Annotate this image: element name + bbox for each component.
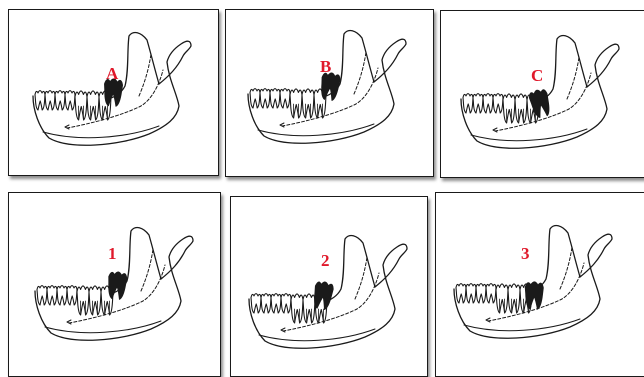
- panel-label: 1: [108, 245, 117, 262]
- mandible-outline: [461, 36, 619, 149]
- jaw-inner-border: [259, 329, 375, 341]
- panel-label: 3: [521, 245, 530, 262]
- mandible-drawing: [226, 10, 433, 176]
- panel-label: B: [320, 58, 331, 75]
- mandible-outline: [33, 33, 191, 146]
- jaw-inner-border: [45, 321, 161, 333]
- mandible-drawing: [9, 10, 218, 175]
- mandible-drawing: [9, 193, 220, 376]
- panel-label: 2: [321, 252, 330, 269]
- panel-1: 1: [8, 192, 221, 377]
- oblique-ridge: [354, 52, 366, 94]
- canal-marker: [486, 318, 490, 322]
- erupted-teeth: [37, 286, 113, 315]
- panel-3: 3: [435, 192, 644, 377]
- erupted-teeth: [456, 284, 532, 313]
- impacted-tooth-icon: [525, 282, 544, 310]
- panel-b: B: [225, 9, 434, 177]
- canal-marker: [281, 328, 285, 332]
- jaw-inner-border: [43, 126, 159, 138]
- jaw-inner-border: [471, 129, 587, 141]
- canal-marker: [493, 128, 497, 132]
- impacted-tooth-icon: [107, 271, 128, 300]
- oblique-ridge: [141, 249, 153, 291]
- canal-marker: [280, 123, 284, 127]
- canal-marker: [65, 125, 69, 129]
- mandible-outline: [248, 31, 406, 144]
- mandible-drawing: [231, 197, 427, 376]
- panel-c: C: [440, 10, 644, 178]
- panel-label: A: [106, 65, 118, 82]
- panel-label: C: [531, 67, 543, 84]
- jaw-inner-border: [464, 319, 580, 331]
- erupted-teeth: [35, 91, 111, 120]
- impacted-tooth-icon: [319, 72, 341, 101]
- erupted-teeth: [463, 94, 539, 123]
- mandible-outline: [454, 226, 612, 339]
- panel-a: A: [8, 9, 219, 176]
- mandible-drawing: [441, 11, 644, 177]
- erupted-teeth: [250, 89, 326, 118]
- oblique-ridge: [567, 57, 579, 99]
- oblique-ridge: [355, 257, 367, 299]
- jaw-inner-border: [258, 124, 374, 136]
- canal-marker: [67, 320, 71, 324]
- panel-2: 2: [230, 196, 428, 377]
- oblique-ridge: [560, 247, 572, 289]
- mandible-drawing: [436, 193, 644, 376]
- oblique-ridge: [139, 54, 151, 96]
